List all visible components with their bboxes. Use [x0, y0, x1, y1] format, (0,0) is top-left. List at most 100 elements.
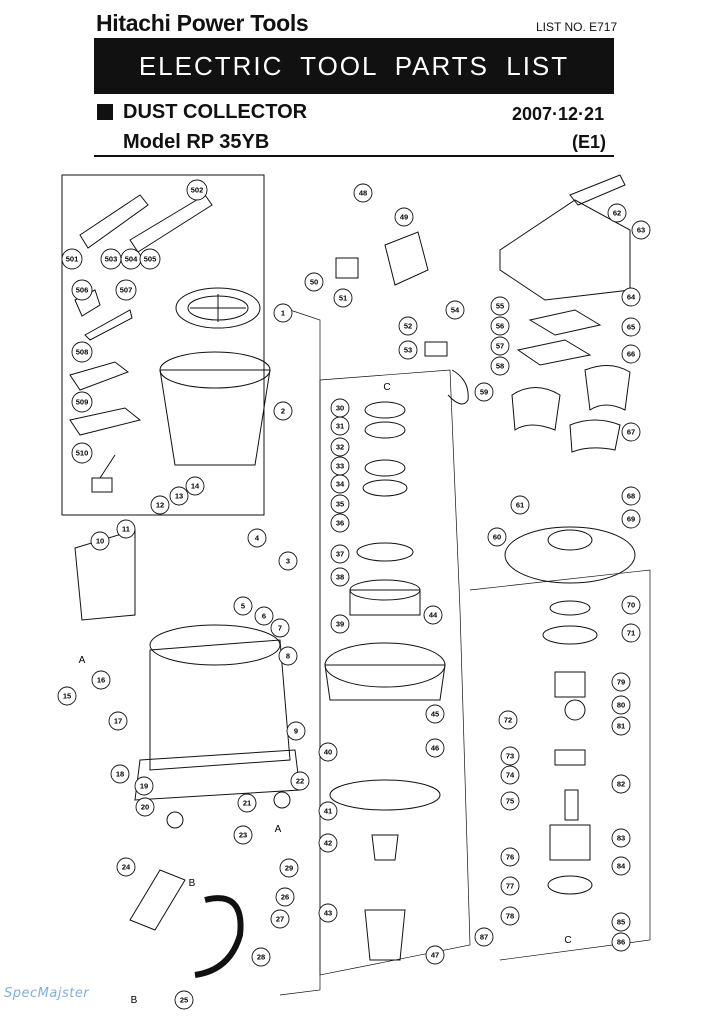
part-callout-69: 69: [621, 509, 641, 529]
reference-letter-a: A: [79, 655, 86, 666]
part-number-label: 36: [336, 519, 344, 528]
part-callout-circle: [398, 340, 418, 360]
part-number-label: 53: [404, 346, 412, 355]
part-number-label: 508: [76, 348, 89, 357]
part-callout-67: 67: [621, 422, 641, 442]
part-number-label: 82: [617, 780, 625, 789]
part-number-label: 65: [627, 323, 635, 332]
part-callout-circle: [423, 605, 443, 625]
part-callout-63: 63: [631, 220, 651, 240]
part-number-label: 49: [400, 213, 408, 222]
part-callout-60: 60: [487, 527, 507, 547]
part-callout-circle: [445, 300, 465, 320]
part-callout-circle: [631, 220, 651, 240]
part-callout-41: 41: [318, 801, 338, 821]
part-callout-75: 75: [500, 791, 520, 811]
part-callout-circle: [318, 833, 338, 853]
part-number-label: 45: [431, 710, 439, 719]
part-callout-circle: [71, 442, 93, 464]
part-number-label: 13: [175, 492, 183, 501]
part-callout-54: 54: [445, 300, 465, 320]
part-callout-501: 501: [61, 248, 83, 270]
part-callout-circle: [169, 486, 189, 506]
part-callout-4: 4: [247, 528, 267, 548]
part-callout-circle: [490, 356, 510, 376]
part-callout-87: 87: [474, 927, 494, 947]
part-number-label: 47: [431, 951, 439, 960]
part-callout-circle: [237, 793, 257, 813]
part-number-label: 84: [617, 862, 626, 871]
part-callout-73: 73: [500, 746, 520, 766]
part-callout-circle: [115, 279, 137, 301]
part-callout-76: 76: [500, 847, 520, 867]
part-callout-circle: [500, 906, 520, 926]
part-callout-circle: [91, 670, 111, 690]
part-number-label: 22: [296, 777, 304, 786]
part-callout-23: 23: [233, 825, 253, 845]
part-number-label: 66: [627, 350, 635, 359]
part-callout-circle: [621, 486, 641, 506]
part-callout-83: 83: [611, 828, 631, 848]
part-number-label: 18: [116, 770, 124, 779]
part-callout-circle: [500, 791, 520, 811]
part-callout-circle: [607, 203, 627, 223]
part-callout-504: 504: [120, 248, 142, 270]
part-number-label: 38: [336, 573, 344, 582]
part-callout-circle: [425, 945, 445, 965]
part-callout-48: 48: [353, 183, 373, 203]
part-callout-circle: [333, 288, 353, 308]
part-callout-circle: [510, 495, 530, 515]
part-callout-8: 8: [278, 646, 298, 666]
part-number-label: 79: [617, 678, 625, 687]
part-callout-61: 61: [510, 495, 530, 515]
part-callout-33: 33: [330, 456, 350, 476]
part-callout-circle: [621, 623, 641, 643]
part-callout-circle: [233, 596, 253, 616]
part-callout-37: 37: [330, 544, 350, 564]
part-callout-29: 29: [279, 858, 299, 878]
part-callout-72: 72: [498, 710, 518, 730]
brand-title: Hitachi Power Tools: [96, 10, 309, 36]
part-callout-circle: [318, 903, 338, 923]
header-rule: [94, 155, 614, 157]
part-callout-circle: [135, 797, 155, 817]
part-callout-27: 27: [270, 909, 290, 929]
part-callout-circle: [611, 672, 631, 692]
part-number-label: 1: [281, 309, 285, 318]
exploded-parts-diagram: C A A B B C 1234567891011121314151617181…: [57, 174, 651, 1010]
part-callout-26: 26: [275, 887, 295, 907]
part-callout-circle: [498, 710, 518, 730]
part-callout-circle: [273, 303, 293, 323]
part-callout-31: 31: [330, 416, 350, 436]
part-number-label: 81: [617, 722, 625, 731]
model-name: Model RP 35YB: [123, 131, 270, 153]
part-callout-circle: [621, 422, 641, 442]
part-number-label: 67: [627, 428, 635, 437]
part-callout-circle: [611, 828, 631, 848]
part-callout-circle: [270, 618, 290, 638]
part-callout-28: 28: [251, 947, 271, 967]
part-callout-70: 70: [621, 595, 641, 615]
part-callout-circle: [500, 876, 520, 896]
part-number-label: 62: [613, 209, 621, 218]
part-number-label: 502: [191, 186, 204, 195]
part-callout-circle: [611, 932, 631, 952]
part-number-label: 30: [336, 404, 344, 413]
part-number-label: 59: [480, 388, 488, 397]
part-callout-circle: [61, 248, 83, 270]
part-number-label: 506: [76, 286, 89, 295]
reference-letter-c-2: C: [564, 935, 571, 946]
part-callout-circle: [330, 513, 350, 533]
part-number-label: 12: [156, 501, 164, 510]
part-number-label: 85: [617, 918, 625, 927]
part-callout-circle: [174, 990, 194, 1010]
part-number-label: 73: [506, 752, 514, 761]
part-callout-circle: [330, 494, 350, 514]
part-callout-circle: [270, 909, 290, 929]
part-callout-circle: [318, 801, 338, 821]
part-number-label: 57: [496, 342, 504, 351]
part-callout-38: 38: [330, 567, 350, 587]
part-callout-84: 84: [611, 856, 631, 876]
part-number-label: 14: [191, 482, 200, 491]
